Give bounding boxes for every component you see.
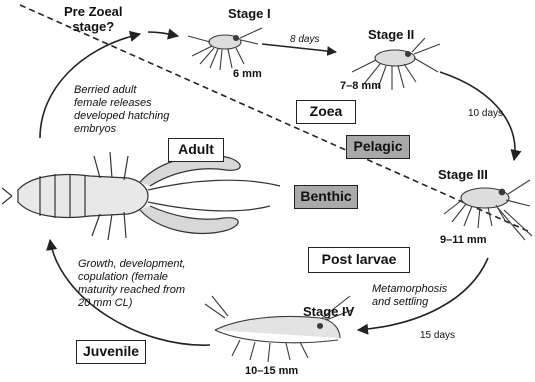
days-stage-3-to-4: 15 days <box>420 330 455 341</box>
berried-note-line-2: female releases <box>74 97 169 110</box>
stage-2-size: 7–8 mm <box>340 80 381 92</box>
stage-3-size: 9–11 mm <box>440 234 486 246</box>
pelagic-box: Pelagic <box>346 135 410 159</box>
days-stage-2-to-3: 10 days <box>468 108 503 119</box>
arrow-stage-1-to-stage-2 <box>262 44 336 52</box>
pre-zoeal-line-1: Pre Zoeal <box>64 4 123 19</box>
pre-zoeal-line-2: stage? <box>64 19 123 34</box>
berried-note-line-3: developed hatching <box>74 110 169 123</box>
berried-female-note: Berried adult female releases developed … <box>74 84 169 136</box>
stage-2-label: Stage II <box>368 27 414 42</box>
metamorphosis-note-line-1: Metamorphosis <box>372 283 447 296</box>
benthic-box: Benthic <box>294 185 358 209</box>
stage-1-larva-illustration <box>188 28 262 70</box>
stage-1-size: 6 mm <box>233 68 262 80</box>
growth-note-line-1: Growth, development, <box>78 258 186 271</box>
stage-4-size: 10–15 mm <box>245 365 298 377</box>
berried-note-line-4: embryos <box>74 123 169 136</box>
berried-note-line-1: Berried adult <box>74 84 169 97</box>
adult-lobster-illustration <box>2 152 280 240</box>
arrow-pre-zoeal-to-stage-1 <box>148 32 178 36</box>
days-stage-1-to-2: 8 days <box>290 34 319 45</box>
growth-note: Growth, development, copulation (female … <box>78 258 186 310</box>
adult-box: Adult <box>168 138 224 162</box>
zoea-box: Zoea <box>296 100 356 124</box>
juvenile-box: Juvenile <box>76 340 146 364</box>
pre-zoeal-label: Pre Zoeal stage? <box>64 4 123 34</box>
metamorphosis-note: Metamorphosis and settling <box>372 283 447 309</box>
stage-3-larva-illustration <box>444 180 532 240</box>
stage-4-label: Stage IV <box>303 304 354 319</box>
metamorphosis-note-line-2: and settling <box>372 296 447 309</box>
growth-note-line-4: 20 mm CL) <box>78 297 186 310</box>
stage-1-label: Stage I <box>228 6 271 21</box>
post-larvae-box: Post larvae <box>308 247 410 273</box>
stage-3-label: Stage III <box>438 167 488 182</box>
growth-note-line-2: copulation (female <box>78 271 186 284</box>
growth-note-line-3: maturity reached from <box>78 284 186 297</box>
